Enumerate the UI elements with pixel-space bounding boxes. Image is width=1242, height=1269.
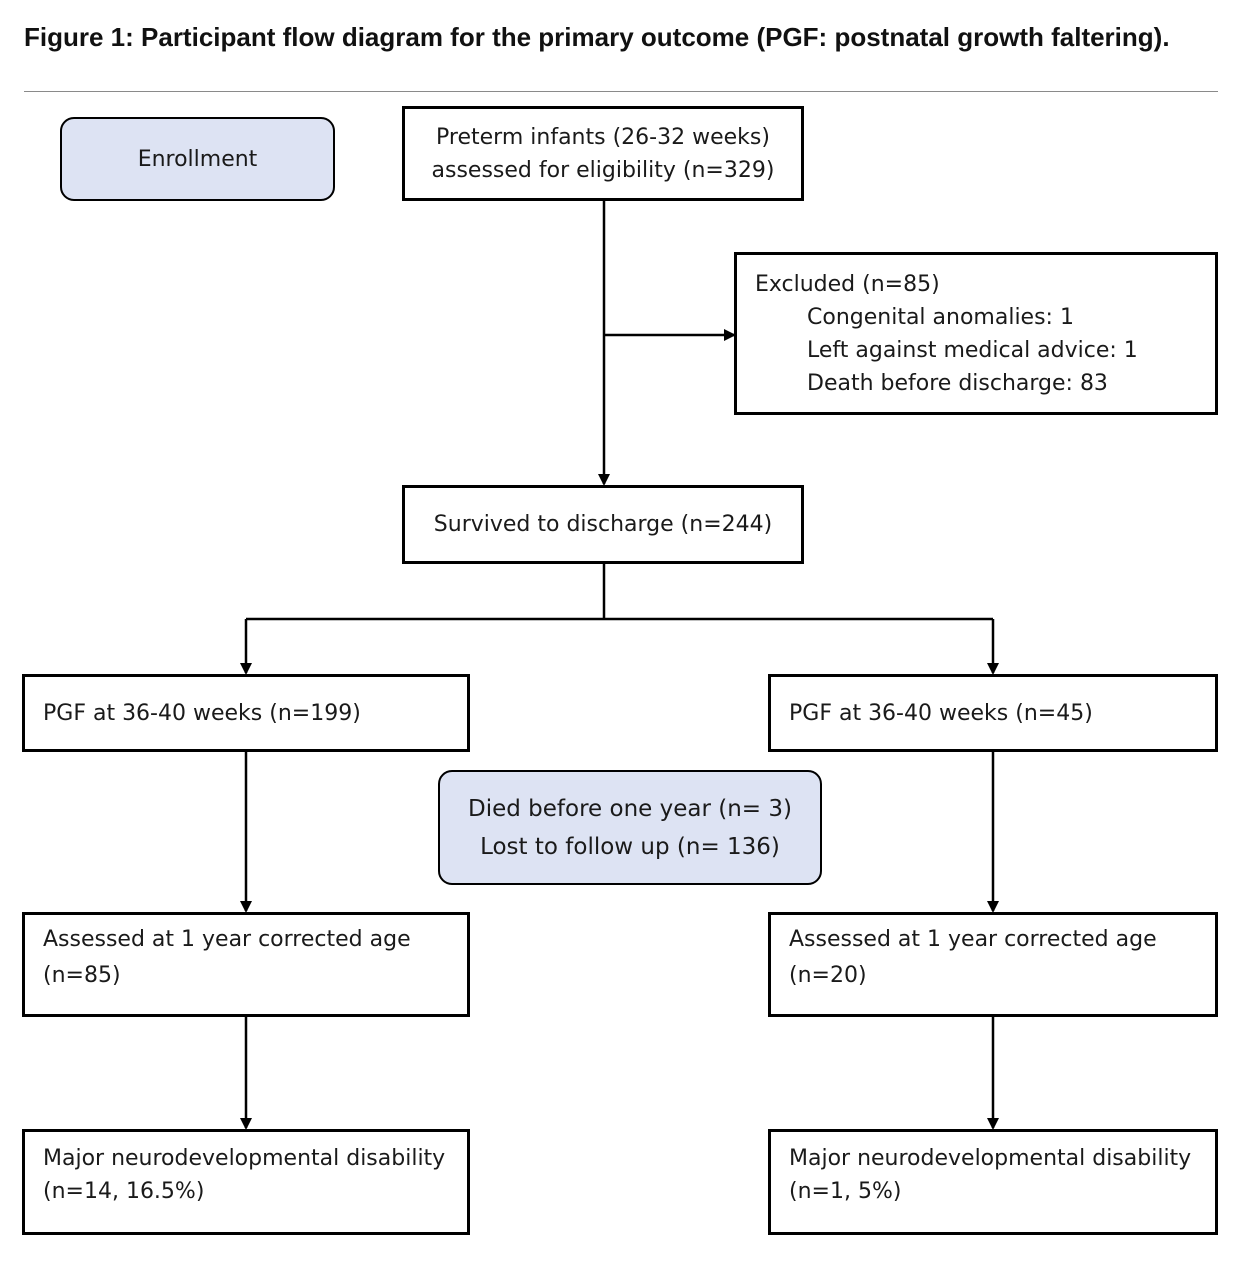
box-outcome-right: Major neurodevelopmental disability (n=1… — [768, 1129, 1218, 1235]
enrollment-label-text: Enrollment — [137, 146, 258, 172]
assessed-line-2: assessed for eligibility (n=329) — [431, 157, 775, 183]
box-followup-left: Assessed at 1 year corrected age (n=85) — [22, 912, 470, 1017]
outcome-right-line-2: (n=1, 5%) — [789, 1179, 902, 1204]
followup-left-line-2: (n=85) — [43, 963, 121, 988]
excluded-reason: Death before discharge: 83 — [807, 370, 1108, 396]
attrition-died-text: Died before one year (n= 3) — [468, 795, 792, 822]
enrollment-stage-label: Enrollment — [60, 117, 335, 201]
excluded-reason: Congenital anomalies: 1 — [807, 304, 1074, 330]
box-pgf-left: PGF at 36-40 weeks (n=199) — [22, 674, 470, 752]
excluded-heading: Excluded (n=85) — [755, 271, 940, 297]
box-pgf-right: PGF at 36-40 weeks (n=45) — [768, 674, 1218, 752]
survived-text: Survived to discharge (n=244) — [433, 512, 773, 537]
title-divider — [24, 91, 1218, 92]
followup-right-line-2: (n=20) — [789, 963, 867, 988]
followup-right-line-1: Assessed at 1 year corrected age — [789, 927, 1157, 952]
figure-title: Figure 1: Participant flow diagram for t… — [24, 22, 1170, 52]
pgf-right-text: PGF at 36-40 weeks (n=45) — [789, 700, 1093, 726]
outcome-left-line-1: Major neurodevelopmental disability — [43, 1146, 446, 1171]
box-outcome-left: Major neurodevelopmental disability (n=1… — [22, 1129, 470, 1235]
attrition-stage-box: Died before one year (n= 3) Lost to foll… — [438, 770, 822, 885]
outcome-left-line-2: (n=14, 16.5%) — [43, 1179, 205, 1204]
excluded-reason: Left against medical advice: 1 — [807, 337, 1138, 363]
pgf-left-text: PGF at 36-40 weeks (n=199) — [43, 700, 361, 726]
attrition-lost-text: Lost to follow up (n= 136) — [480, 833, 780, 860]
box-excluded: Excluded (n=85) Congenital anomalies: 1 … — [734, 252, 1218, 415]
box-survived-to-discharge: Survived to discharge (n=244) — [402, 485, 804, 564]
box-assessed-for-eligibility: Preterm infants (26-32 weeks) assessed f… — [402, 106, 804, 201]
followup-left-line-1: Assessed at 1 year corrected age — [43, 927, 411, 952]
box-followup-right: Assessed at 1 year corrected age (n=20) — [768, 912, 1218, 1017]
outcome-right-line-1: Major neurodevelopmental disability — [789, 1146, 1192, 1171]
assessed-line-1: Preterm infants (26-32 weeks) — [436, 124, 770, 150]
